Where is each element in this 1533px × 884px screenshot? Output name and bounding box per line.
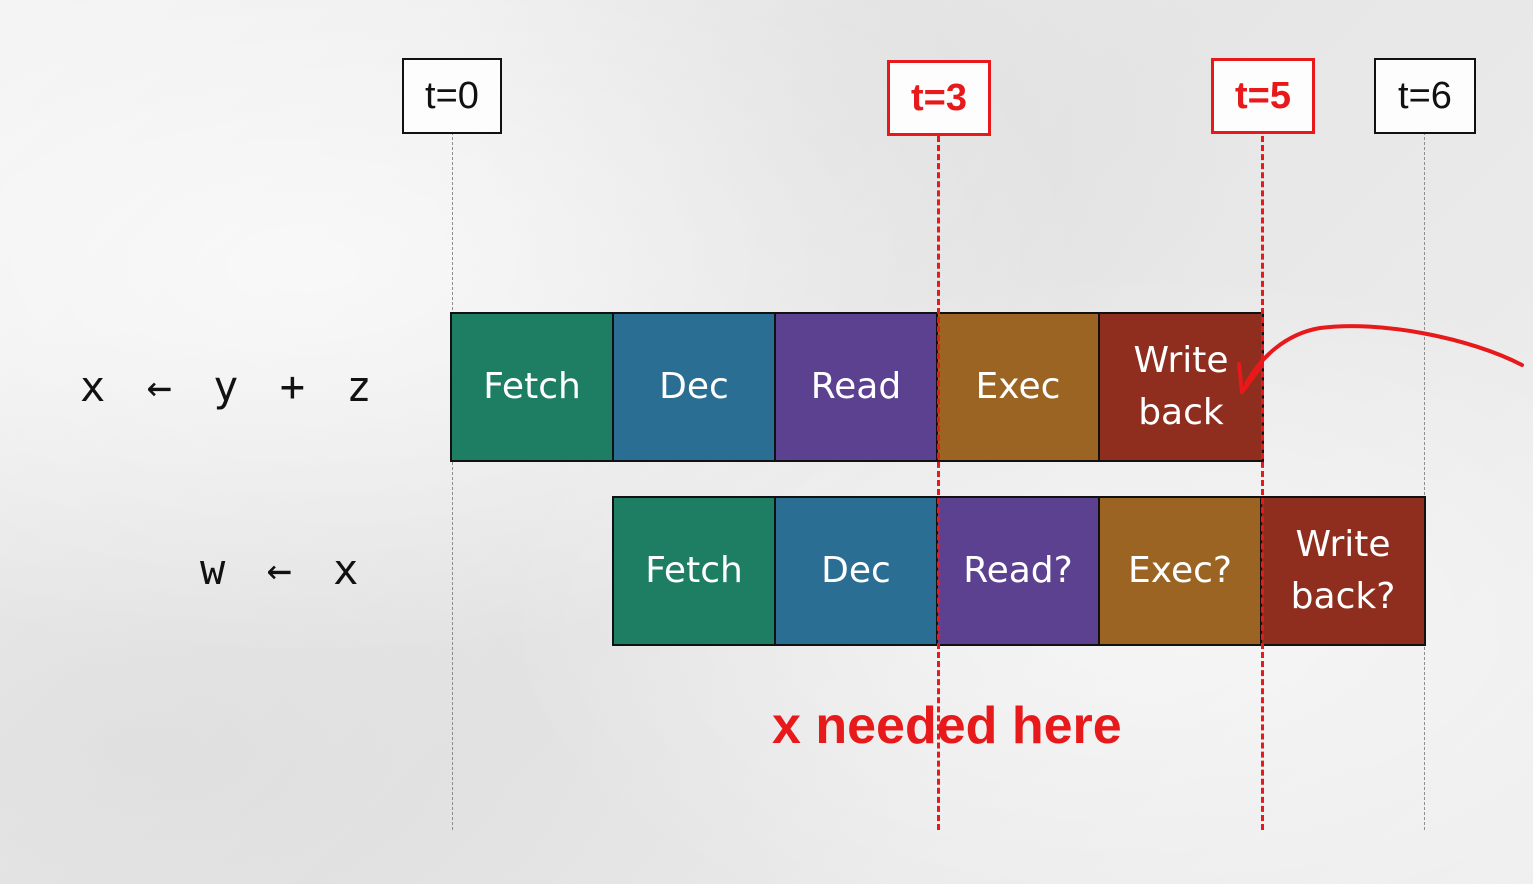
stage-exec: Exec?	[1100, 498, 1262, 644]
time-marker-t5: t=5	[1211, 58, 1315, 134]
instruction-2-text: w ← x	[200, 545, 367, 594]
instruction-1-text: x ← y + z	[80, 362, 380, 411]
time-marker-t6: t=6	[1374, 58, 1476, 134]
curved-arrow-icon	[1237, 324, 1524, 394]
stage-exec: Exec	[938, 314, 1100, 460]
stage-read: Read?	[938, 498, 1100, 644]
guide-line-t5	[1261, 136, 1264, 830]
stage-fetch: Fetch	[452, 314, 614, 460]
pipeline-row-instruction-1: Fetch Dec Read Exec Write back	[450, 312, 1264, 462]
guide-line-t6	[1424, 132, 1425, 830]
time-marker-t3: t=3	[887, 60, 991, 136]
pipeline-row-instruction-2: Fetch Dec Read? Exec? Write back?	[612, 496, 1426, 646]
stage-decode: Dec	[776, 498, 938, 644]
time-marker-t0: t=0	[402, 58, 502, 134]
annotation-x-needed: x needed here	[772, 697, 1122, 755]
stage-writeback: Write back?	[1262, 498, 1424, 644]
stage-decode: Dec	[614, 314, 776, 460]
guide-line-t0	[452, 132, 453, 830]
stage-writeback: Write back	[1100, 314, 1262, 460]
stage-read: Read	[776, 314, 938, 460]
stage-fetch: Fetch	[614, 498, 776, 644]
guide-line-t3	[937, 136, 940, 830]
